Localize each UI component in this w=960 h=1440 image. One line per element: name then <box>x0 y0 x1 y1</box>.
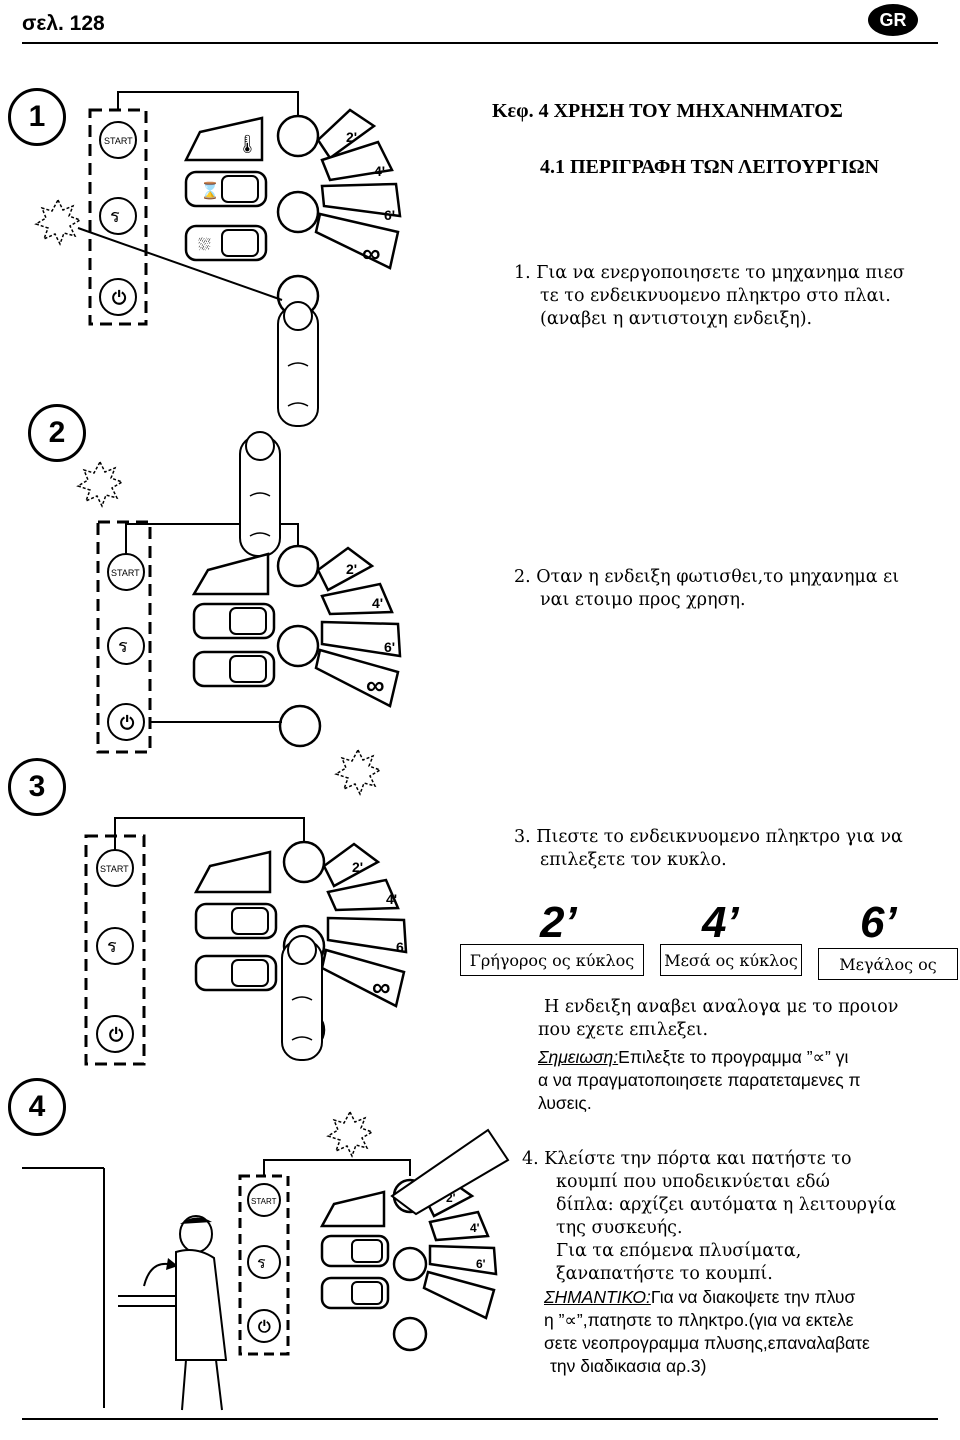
step1-text: 1. Για να ενεργοποιησετε το μηχανημα πιε… <box>514 263 905 329</box>
cycle-time-6: 6’ <box>860 898 897 947</box>
svg-text:ร: ร <box>110 206 120 226</box>
dial-4-label-1: 4' <box>374 163 385 179</box>
step-number-2: 2 <box>28 404 86 462</box>
cycle-time-2: 2’ <box>540 898 577 947</box>
indicator-note: Η ενδειξη αναβει αναλογα με το προιον πο… <box>538 997 899 1040</box>
svg-text:🌡: 🌡 <box>236 134 259 154</box>
page-number: σελ. 128 <box>22 12 105 35</box>
step4-text: 4. Κλείστε την πόρτα και πατήστε το κουμ… <box>522 1149 897 1284</box>
svg-text:⛆: ⛆ <box>198 237 211 254</box>
start-label-3: START <box>100 864 129 874</box>
important-label: ΣΗΜΑΝΤΙΚΟ: <box>544 1287 651 1307</box>
svg-text:4': 4' <box>372 595 383 611</box>
svg-text:ร: ร <box>118 636 128 656</box>
svg-text:ร: ร <box>257 1255 266 1272</box>
svg-text:∞: ∞ <box>372 972 391 1002</box>
chapter-title: Κεφ. 4 ΧΡΗΣΗ ΤΟΥ ΜΗΧΑΝΗΜΑΤΟΣ <box>492 100 843 122</box>
svg-text:⏻: ⏻ <box>120 713 135 733</box>
step3-text: 3. Πιεστε το ενδεικνυομενο πληκτρο για ν… <box>514 827 903 870</box>
control-panel-1: START ร ⏻ 🌡 ⌛ ⛆ 2' 4' 6' ∞ <box>35 91 402 427</box>
important-note: ΣΗΜΑΝΤΙΚΟ:Για να διακοψετε την πλυσ η ”∝… <box>544 1287 870 1376</box>
step2-text: 2. Οταν η ενδειξη φωτισθει,το μηχανημα ε… <box>514 567 900 610</box>
svg-text:2': 2' <box>446 1191 456 1205</box>
svg-text:6': 6' <box>384 639 395 655</box>
svg-text:2': 2' <box>352 859 363 875</box>
svg-text:6': 6' <box>476 1257 486 1271</box>
dial-6-label-1: 6' <box>384 207 395 223</box>
start-label-4: START <box>251 1197 277 1206</box>
svg-text:4': 4' <box>386 891 397 907</box>
step-number-1: 1 <box>8 88 66 146</box>
start-label-2: START <box>111 568 140 578</box>
language-badge: GR <box>868 4 918 36</box>
svg-text:2': 2' <box>346 561 357 577</box>
cycle-label-long: Μεγάλος ος <box>818 948 958 980</box>
control-panel-3: START ร ⏻ 2' 4' 6' ∞ <box>84 817 408 1066</box>
svg-text:∞: ∞ <box>366 670 385 700</box>
cycle-time-4: 4’ <box>702 898 739 947</box>
header-rule <box>22 42 938 44</box>
svg-text:⌛: ⌛ <box>200 181 220 200</box>
step-number-4: 4 <box>8 1078 66 1136</box>
control-panel-2: START ร ⏻ 2' 4' 6' ∞ <box>77 431 402 795</box>
svg-text:⏻: ⏻ <box>258 1319 271 1336</box>
svg-text:⏻: ⏻ <box>112 288 127 308</box>
cycle-label-medium: Μεσά ος κύκλος <box>660 944 802 976</box>
subsection-title: 4.1 ΠΕΡΙΓΡΑΦΗ ΤΩΝ ΛΕΙΤΟΥΡΓΙΩΝ <box>540 156 880 178</box>
step-number-3: 3 <box>8 758 66 816</box>
cycle-label-fast: Γρήγορος ος κύκλος <box>460 944 644 976</box>
program-note: Σημειωση:Επιλεξτε το προγραμμα ”∝” γι α … <box>538 1047 861 1113</box>
svg-text:4': 4' <box>470 1221 480 1235</box>
dial-infinity-1: ∞ <box>362 238 381 268</box>
svg-text:ร: ร <box>107 936 117 956</box>
start-label-1: START <box>104 136 133 146</box>
dial-2-label-1: 2' <box>346 129 357 145</box>
svg-text:6': 6' <box>396 939 407 955</box>
footer-rule <box>22 1418 938 1420</box>
svg-text:⏻: ⏻ <box>109 1025 124 1045</box>
control-panel-4: START ร ⏻ 2' 4' 6' <box>22 1111 510 1411</box>
note-label: Σημειωση: <box>538 1047 619 1067</box>
